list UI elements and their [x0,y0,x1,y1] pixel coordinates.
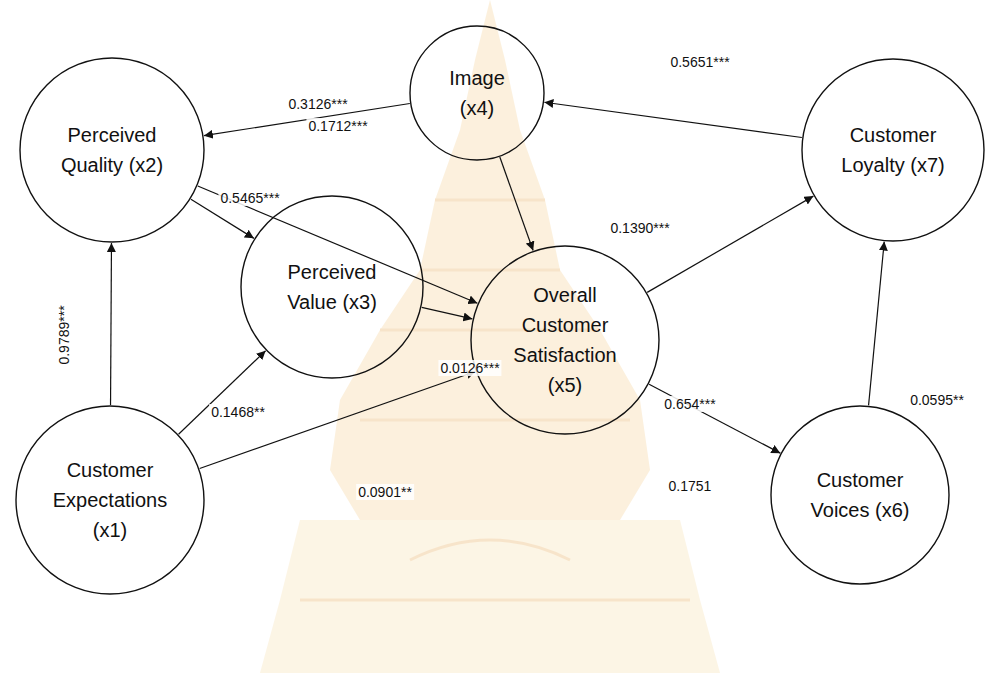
construct-circle: Perceived Value (x3) [240,195,424,379]
construct-circle: Perceived Quality (x2) [19,57,205,243]
construct-label: Perceived Quality (x2) [57,120,167,180]
circle-outline [770,405,950,585]
path-arrow [500,157,533,250]
path-coefficient: 0.0901** [356,484,414,500]
construct-label: Customer Voices (x6) [805,465,915,525]
path-arrow [544,102,801,137]
path-coefficient: 0.1751 [667,478,714,494]
construct-circle: Customer Voices (x6) [770,405,950,585]
path-coefficient: 0.3126*** [286,96,349,112]
path-arrow [179,351,266,435]
path-coefficient: 0.654*** [662,396,717,412]
path-arrow [110,243,112,405]
path-arrow [198,186,478,303]
circle-outline [801,58,985,242]
path-arrow [200,372,476,469]
construct-circle: Overall Customer Satisfaction (x5) [470,245,660,435]
path-arrow [422,307,473,319]
path-coefficient: 0.1390*** [608,220,671,236]
path-coefficient: 0.9789*** [56,303,72,366]
path-coefficient: 0.0126*** [438,360,501,376]
construct-circle: Customer Loyalty (x7) [801,58,985,242]
construct-circle: Image (x4) [409,25,545,161]
path-coefficient: 0.5651*** [668,54,731,70]
construct-circle: Customer Expectations (x1) [15,405,205,595]
circle-outline [240,195,424,379]
path-arrow [869,242,885,406]
circle-outline [409,25,545,161]
construct-label: Customer Loyalty (x7) [838,120,948,180]
construct-label: Perceived Value (x3) [277,257,387,317]
circle-outline [19,57,205,243]
construct-label: Customer Expectations (x1) [45,455,175,545]
construct-label: Image (x4) [437,63,517,123]
path-coefficient: 0.0595** [908,392,966,408]
circle-outline [470,245,660,435]
construct-label: Overall Customer Satisfaction (x5) [500,280,630,400]
path-coefficient: 0.1712*** [306,118,369,134]
path-arrow [647,196,813,292]
path-coefficient: 0.5465*** [218,190,281,206]
path-coefficient: 0.1468** [209,404,267,420]
path-arrow [649,384,780,453]
